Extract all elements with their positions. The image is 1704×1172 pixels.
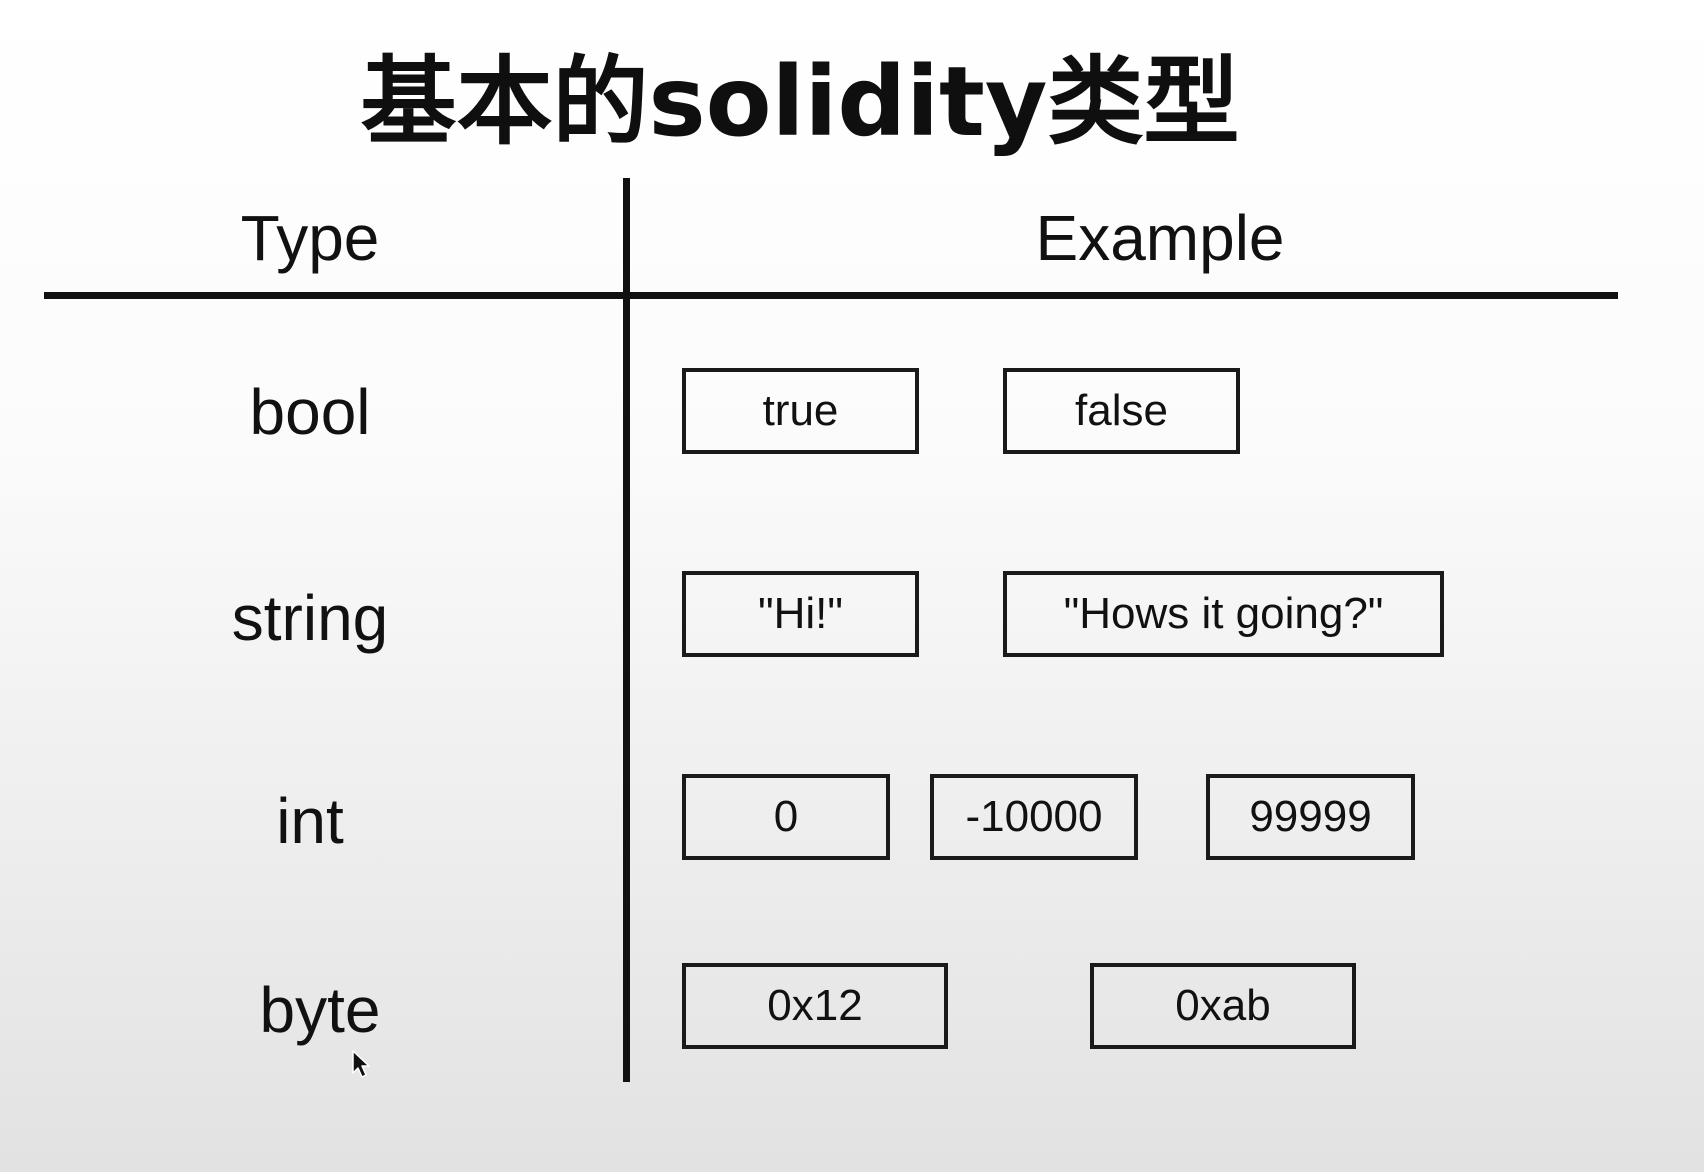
slide-title: 基本的solidity类型 (360, 45, 1240, 158)
column-header-example: Example (1035, 202, 1285, 274)
example-box-hi: "Hi!" (682, 571, 919, 657)
example-box-0x12: 0x12 (682, 963, 948, 1049)
example-box-hows-it-going: "Hows it going?" (1003, 571, 1444, 657)
type-label-bool: bool (249, 376, 371, 448)
example-box-true: true (682, 368, 919, 454)
example-box-negative-ten-thousand: -10000 (930, 774, 1138, 860)
column-divider (623, 178, 630, 1082)
mouse-pointer-icon (352, 1050, 370, 1078)
example-box-0xab: 0xab (1090, 963, 1356, 1049)
type-label-byte: byte (259, 974, 381, 1046)
header-divider (44, 292, 1618, 299)
example-box-ninety-nine-thousand: 99999 (1206, 774, 1415, 860)
example-box-zero: 0 (682, 774, 890, 860)
type-label-string: string (231, 582, 389, 654)
type-label-int: int (276, 785, 344, 857)
example-box-false: false (1003, 368, 1240, 454)
column-header-type: Type (240, 202, 380, 274)
